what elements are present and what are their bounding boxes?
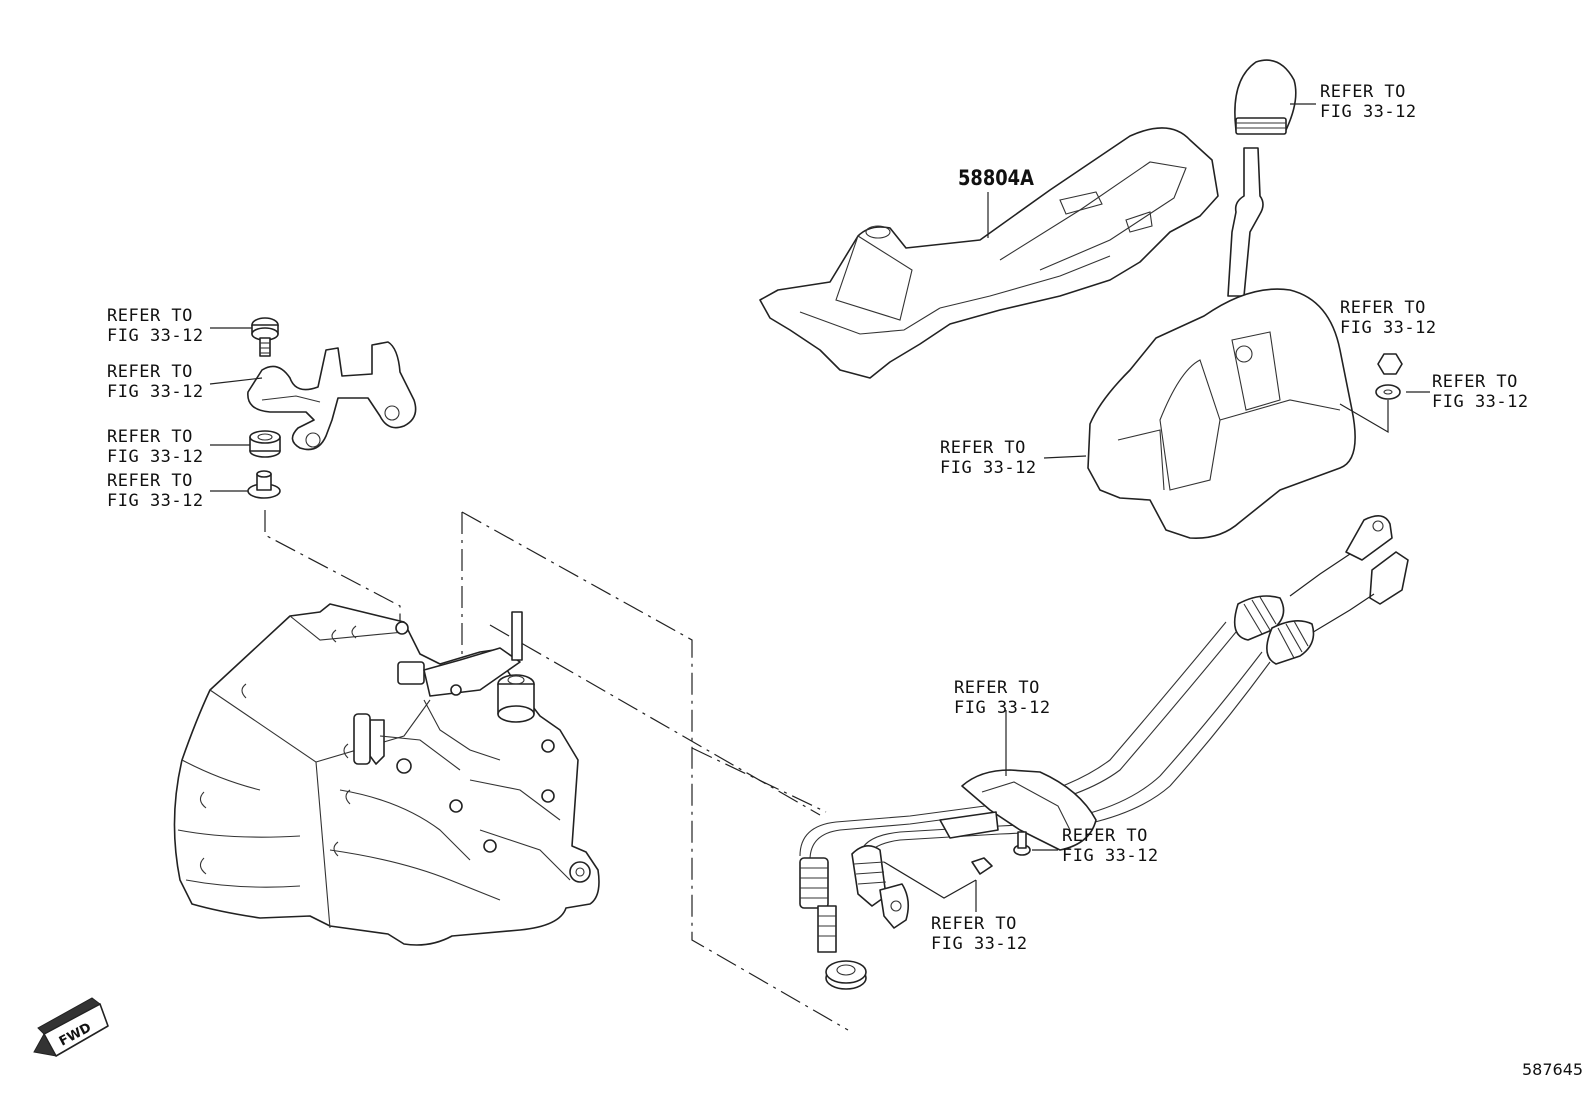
shift-cable-assembly [799, 515, 1409, 953]
shift-boot-console-part [759, 127, 1219, 379]
nut-part [1377, 353, 1403, 375]
cable-end-bushing [825, 960, 867, 990]
fwd-arrow-icon [33, 997, 109, 1057]
collar-part [247, 470, 281, 499]
shift-knob-part [1234, 59, 1297, 135]
figure-id-label: 587645 [1522, 1060, 1584, 1079]
shift-lever-housing [1087, 288, 1356, 539]
washer-part [1375, 384, 1401, 400]
cable-leader-lines [883, 710, 1058, 912]
assembly-dash-lines [264, 510, 849, 1031]
shift-lever-part [1227, 147, 1264, 297]
part-number-label: 58804A [958, 166, 1034, 190]
transmission-case [173, 603, 600, 946]
bushing-part [249, 430, 281, 458]
left-leader-lines [209, 327, 263, 492]
bolt-part [251, 317, 279, 357]
cable-bolt-part [1013, 831, 1031, 856]
bracket-part [247, 341, 417, 451]
right-leader-lines [1043, 103, 1430, 459]
cable-clip-part [971, 857, 993, 875]
